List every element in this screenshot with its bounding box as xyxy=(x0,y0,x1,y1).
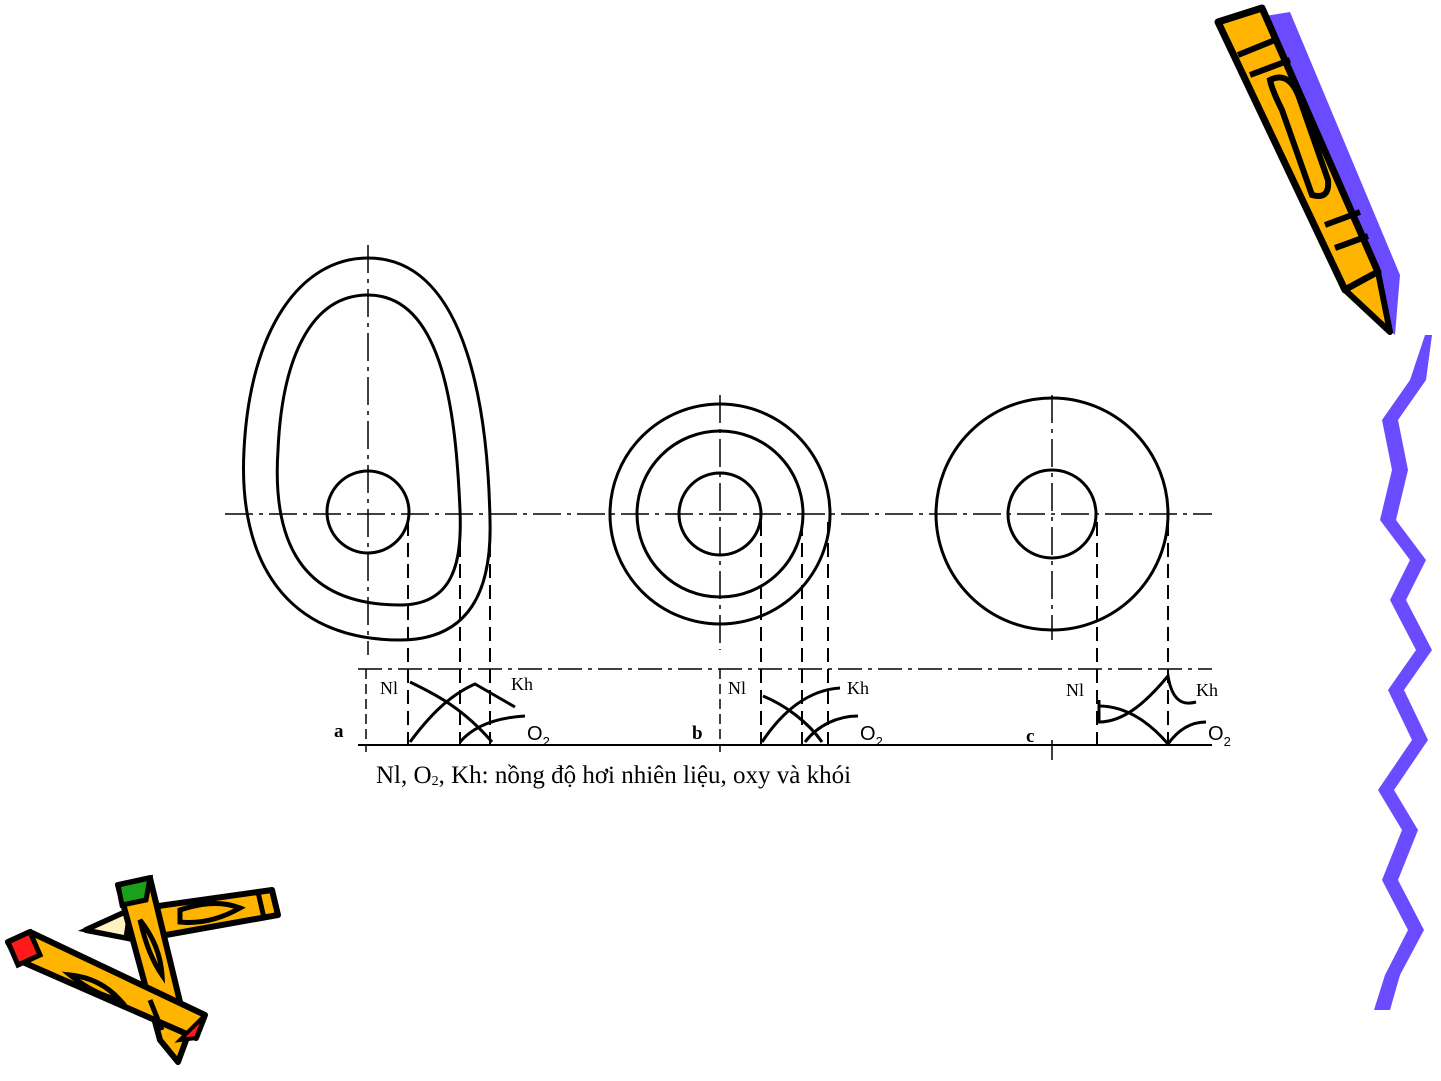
label-b-nl: Nl xyxy=(728,678,746,698)
label-a-kh: Kh xyxy=(511,674,533,694)
diagram-caption: Nl, O2, Kh: nồng độ hơi nhiên liệu, oxy … xyxy=(376,762,851,790)
chamber-c xyxy=(936,395,1168,640)
caption-sub: 2 xyxy=(432,774,439,789)
caption-part2: , Kh: nồng độ hơi nhiên liệu, oxy và khó… xyxy=(439,762,852,789)
chamber-b xyxy=(610,395,830,650)
label-a-nl: Nl xyxy=(380,678,398,698)
label-a-panel: a xyxy=(334,721,344,742)
chamber-a-inner xyxy=(277,295,460,605)
label-c-panel: c xyxy=(1026,726,1034,747)
combustion-diagram xyxy=(225,245,1212,760)
chamber-a xyxy=(243,245,490,655)
graph-b-curves xyxy=(762,688,858,742)
label-b-kh: Kh xyxy=(847,678,869,698)
graph-c-curves xyxy=(1099,676,1206,744)
caption-part1: Nl, O xyxy=(376,762,432,789)
label-c-nl: Nl xyxy=(1066,680,1084,700)
graph-a-curves xyxy=(410,682,525,742)
chamber-a-outer xyxy=(243,258,490,640)
pencil-top-right-icon xyxy=(1218,8,1400,335)
label-c-kh: Kh xyxy=(1196,680,1218,700)
pencils-bottom-left-icon xyxy=(8,878,278,1062)
wavy-border-decoration xyxy=(1374,335,1432,1010)
label-b-panel: b xyxy=(692,723,703,744)
